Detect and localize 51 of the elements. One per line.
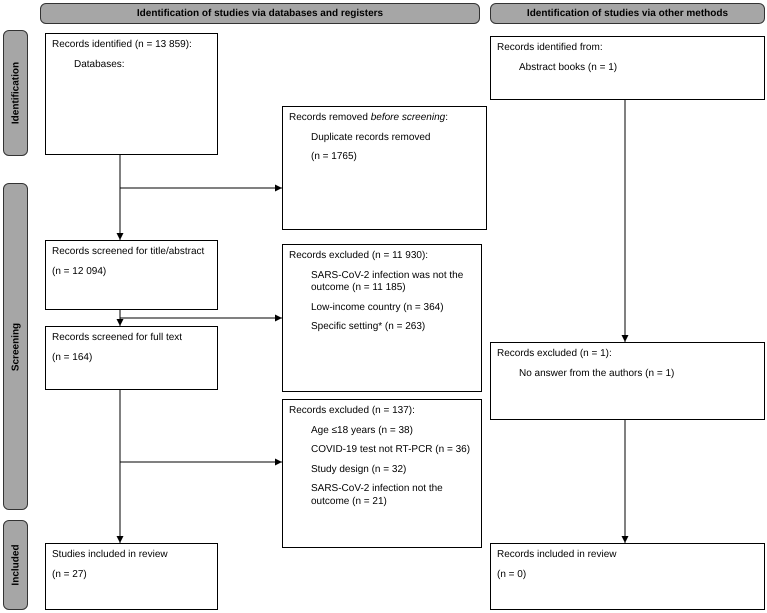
phase-label: Included — [10, 544, 21, 586]
box-heading: Records excluded (n = 137): — [289, 405, 416, 418]
arrow — [120, 390, 282, 466]
arrow — [622, 100, 628, 342]
phase-label: Identification — [10, 62, 21, 124]
box-heading: Records excluded (n = 1): — [497, 348, 613, 360]
box-text: Low-income country (n = 364) — [310, 302, 445, 314]
box-heading: Studies included in review — [52, 549, 169, 562]
box-text: Study design (n = 32) — [310, 464, 408, 476]
process-box — [45, 326, 218, 390]
box-text: Abstract books (n = 1) — [518, 62, 618, 74]
box-text: SARS-CoV-2 infection was not the outcome (n = 11 185) — [310, 270, 464, 294]
box-text: COVID-19 test not RT-PCR (n = 36) — [310, 444, 472, 456]
phase-band — [3, 520, 28, 610]
box-heading: Records removed before screening: — [289, 112, 449, 124]
header-label: Identification of studies via other methods — [526, 8, 728, 19]
box-heading: Records excluded (n = 11 930): — [289, 250, 430, 262]
box-text: SARS-CoV-2 infection not the outcome (n = 21) — [310, 483, 444, 508]
box-heading: Records screened for full text — [52, 332, 184, 344]
box-text: (n = 164) — [52, 352, 94, 364]
box-heading: Records screened for title/abstract — [52, 246, 206, 258]
box-heading: Records included in review — [497, 549, 618, 562]
box-text: (n = 12 094) — [52, 266, 108, 278]
box-heading: Records identified (n = 13 859): — [52, 39, 193, 52]
box-text: Specific setting* (n = 263) — [310, 321, 426, 334]
process-box — [490, 36, 765, 100]
phase-band — [3, 183, 28, 510]
process-box — [282, 244, 482, 392]
box-heading: Records identified from: — [497, 42, 604, 54]
phase-band — [3, 30, 28, 156]
box-text: (n = 1765) — [310, 151, 358, 164]
process-box — [45, 240, 218, 310]
section-header — [490, 3, 765, 24]
box-text: No answer from the authors (n = 1) — [518, 368, 676, 380]
arrow — [120, 154, 282, 192]
header-label: Identification of studies via databases and registers — [136, 8, 384, 19]
process-box — [45, 543, 218, 610]
box-text: Databases: — [73, 58, 126, 71]
box-text: Duplicate records removed — [310, 132, 432, 144]
box-text: (n = 0) — [497, 568, 528, 581]
process-box — [282, 399, 482, 548]
process-box — [45, 33, 218, 155]
process-box — [490, 342, 765, 420]
box-text: (n = 27) — [52, 568, 88, 581]
arrow — [120, 310, 282, 322]
process-box — [490, 543, 765, 610]
arrow — [622, 420, 628, 544]
phase-label: Screening — [10, 322, 21, 371]
process-box — [282, 106, 487, 230]
section-header — [40, 3, 480, 24]
box-text: Age ≤18 years (n = 38) — [310, 424, 414, 437]
